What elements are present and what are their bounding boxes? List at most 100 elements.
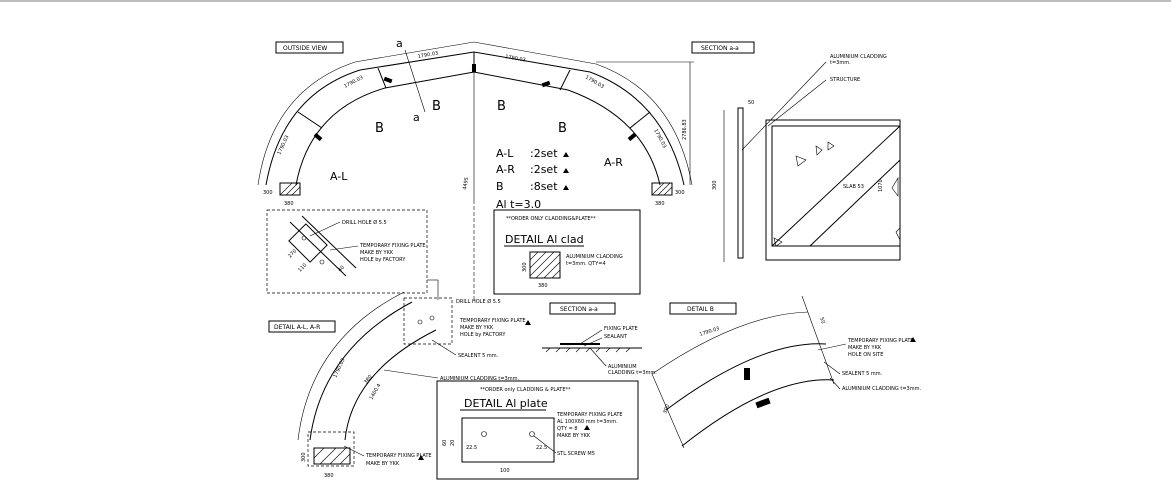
detail-b-arc-dim [651,311,809,375]
cut-label-1: a [396,37,403,50]
plate-dim-w: 100 [500,468,510,474]
detail-al-clad-order: **ORDER ONLY CLADDING&PLATE** [506,216,596,222]
detail-b-leader-1 [817,343,847,351]
plate-spec-3: QTY = 8 [557,426,578,432]
al-bottom-leader [343,445,365,457]
dim-side-right: 1790.03 [652,128,667,149]
joint-5 [629,111,651,129]
al-bottom-plate-1: TEMPORARY FIXING PLATE [365,453,432,459]
plate-hole-1 [481,431,487,437]
drill-detail: DRILL HOLE Ø 5.5 TEMPORARY FIXING PLATE … [266,209,439,300]
clad-spec-1: ALUMINIUM CLADDING [566,254,623,260]
detail-b-end-right [801,295,835,385]
qty-value-3: :8set [530,180,558,193]
drill-hole-2 [319,259,325,265]
section-small-al-2: CLADDING t=3mm. [608,370,657,376]
al-dim-mid: 380 [363,374,374,385]
triangle-icon [525,320,531,325]
top-border [0,0,1171,2]
zone-b-right: B [558,121,567,136]
qty-value-1: :2set [530,147,558,160]
drill-dim-b: 110 [297,262,308,273]
al-arc-dim [297,291,405,441]
cladding-strip [737,107,744,259]
section-dim-50: 50 [748,100,754,106]
al-hole-2 [429,315,435,321]
triangle-icon [563,152,569,157]
drill-edge-2 [301,215,357,269]
detail-b-leader-2 [823,361,841,375]
detail-b-mark-2 [755,397,771,409]
plate-shape [461,417,555,463]
triangle-icon [827,141,835,151]
qty-value-2: :2set [530,163,558,176]
label-structure: STRUCTURE [830,77,860,83]
plate-spec-1: TEMPORARY FIXING PLATE [556,412,623,418]
drill-plate-3: HOLE by FACTORY [360,257,406,263]
triangle-icon [815,145,823,156]
plate-dim-c: 20 [450,440,456,446]
clad-sample [529,251,561,279]
section-small-fixing: FIXING PLATE [604,326,638,332]
zone-b-center-right: B [497,99,506,114]
detail-al-plate-title: DETAIL Al plate [464,397,548,410]
base-left [279,182,301,196]
al-arc-outer [309,301,413,441]
al-plate-1: TEMPORARY FIXING PLATE [459,318,526,324]
al-plate-3: HOLE by FACTORY [460,332,506,338]
al-cladding-leader [383,369,439,379]
joint-2 [377,67,387,89]
dim-side-left: 1790.03 [276,135,290,156]
al-sealant: SEALENT 5 mm. [458,353,499,359]
drill-leader [309,221,341,237]
section-dim-300: 300 [712,180,718,190]
dim-top-left: 1790.03 [417,50,438,60]
fix-mark-4 [541,80,551,88]
detail-b-dim-small: 50 [818,317,826,325]
base-right [651,182,673,196]
section-small-al-1: ALUMINIUM [608,364,637,370]
detail-b: DETAIL B 1790.03 300 50 TEMPORARY FIXING… [651,295,921,449]
triangle-icon [895,227,901,241]
drill-plate-1: TEMPORARY FIXING PLATE [359,243,426,249]
detail-al-clad: **ORDER ONLY CLADDING&PLATE** DETAIL Al … [493,209,641,295]
plate-hole-2 [529,431,535,437]
detail-b-plate-2: MAKE BY YKK [848,345,882,351]
outside-view-title: OUTSIDE VIEW [283,45,327,52]
section-small-hatch [545,347,631,353]
material-note: Al t=3.0 [496,198,541,211]
detail-b-end-left [651,373,685,449]
section-small-leader-1 [579,329,603,345]
clad-dim-h: 300 [522,262,528,272]
triangle-icon [910,337,916,342]
triangle-icon [795,155,807,167]
al-base [313,447,351,465]
detail-b-plate-3: HOLE ON SITE [848,352,883,358]
clad-hatch [529,251,561,279]
triangle-icon [891,176,899,197]
detail-b-sealant: SEALENT 5 mm. [842,371,883,377]
dim-upper-left: 1790.03 [343,75,364,90]
drill-dim-a: 270 [287,248,298,259]
qty-code-3: B [496,180,504,193]
detail-al-clad-title: DETAIL Al clad [505,233,584,246]
section-dim-height: 1070 [878,179,884,192]
label-cladding-1: ALUMINIUM CLADDING [830,54,887,60]
arch-dim-line [257,41,693,186]
section-small-leader-3 [589,347,607,367]
section-aa-title: SECTION a-a [701,45,739,52]
slab-label: SLAB 53 [843,184,864,190]
height-dim-text: 2786.83 [682,119,688,140]
section-small-sealant: SEALANT [604,334,628,340]
detail-b-title: DETAIL B [687,306,714,313]
base-right-w: 380 [655,201,665,207]
al-sealant-leader [431,339,457,356]
plate-dim-b: 22.5 [536,445,547,451]
plate-screw: STL.SCREW M5 [557,451,595,457]
fix-mark-5 [627,132,637,142]
plate-dim-a: 22.5 [466,445,477,451]
detail-b-leader-3 [829,377,841,390]
qty-code-2: A-R [496,163,515,176]
section-small-title-box [549,302,616,315]
al-base-w: 380 [324,473,334,479]
